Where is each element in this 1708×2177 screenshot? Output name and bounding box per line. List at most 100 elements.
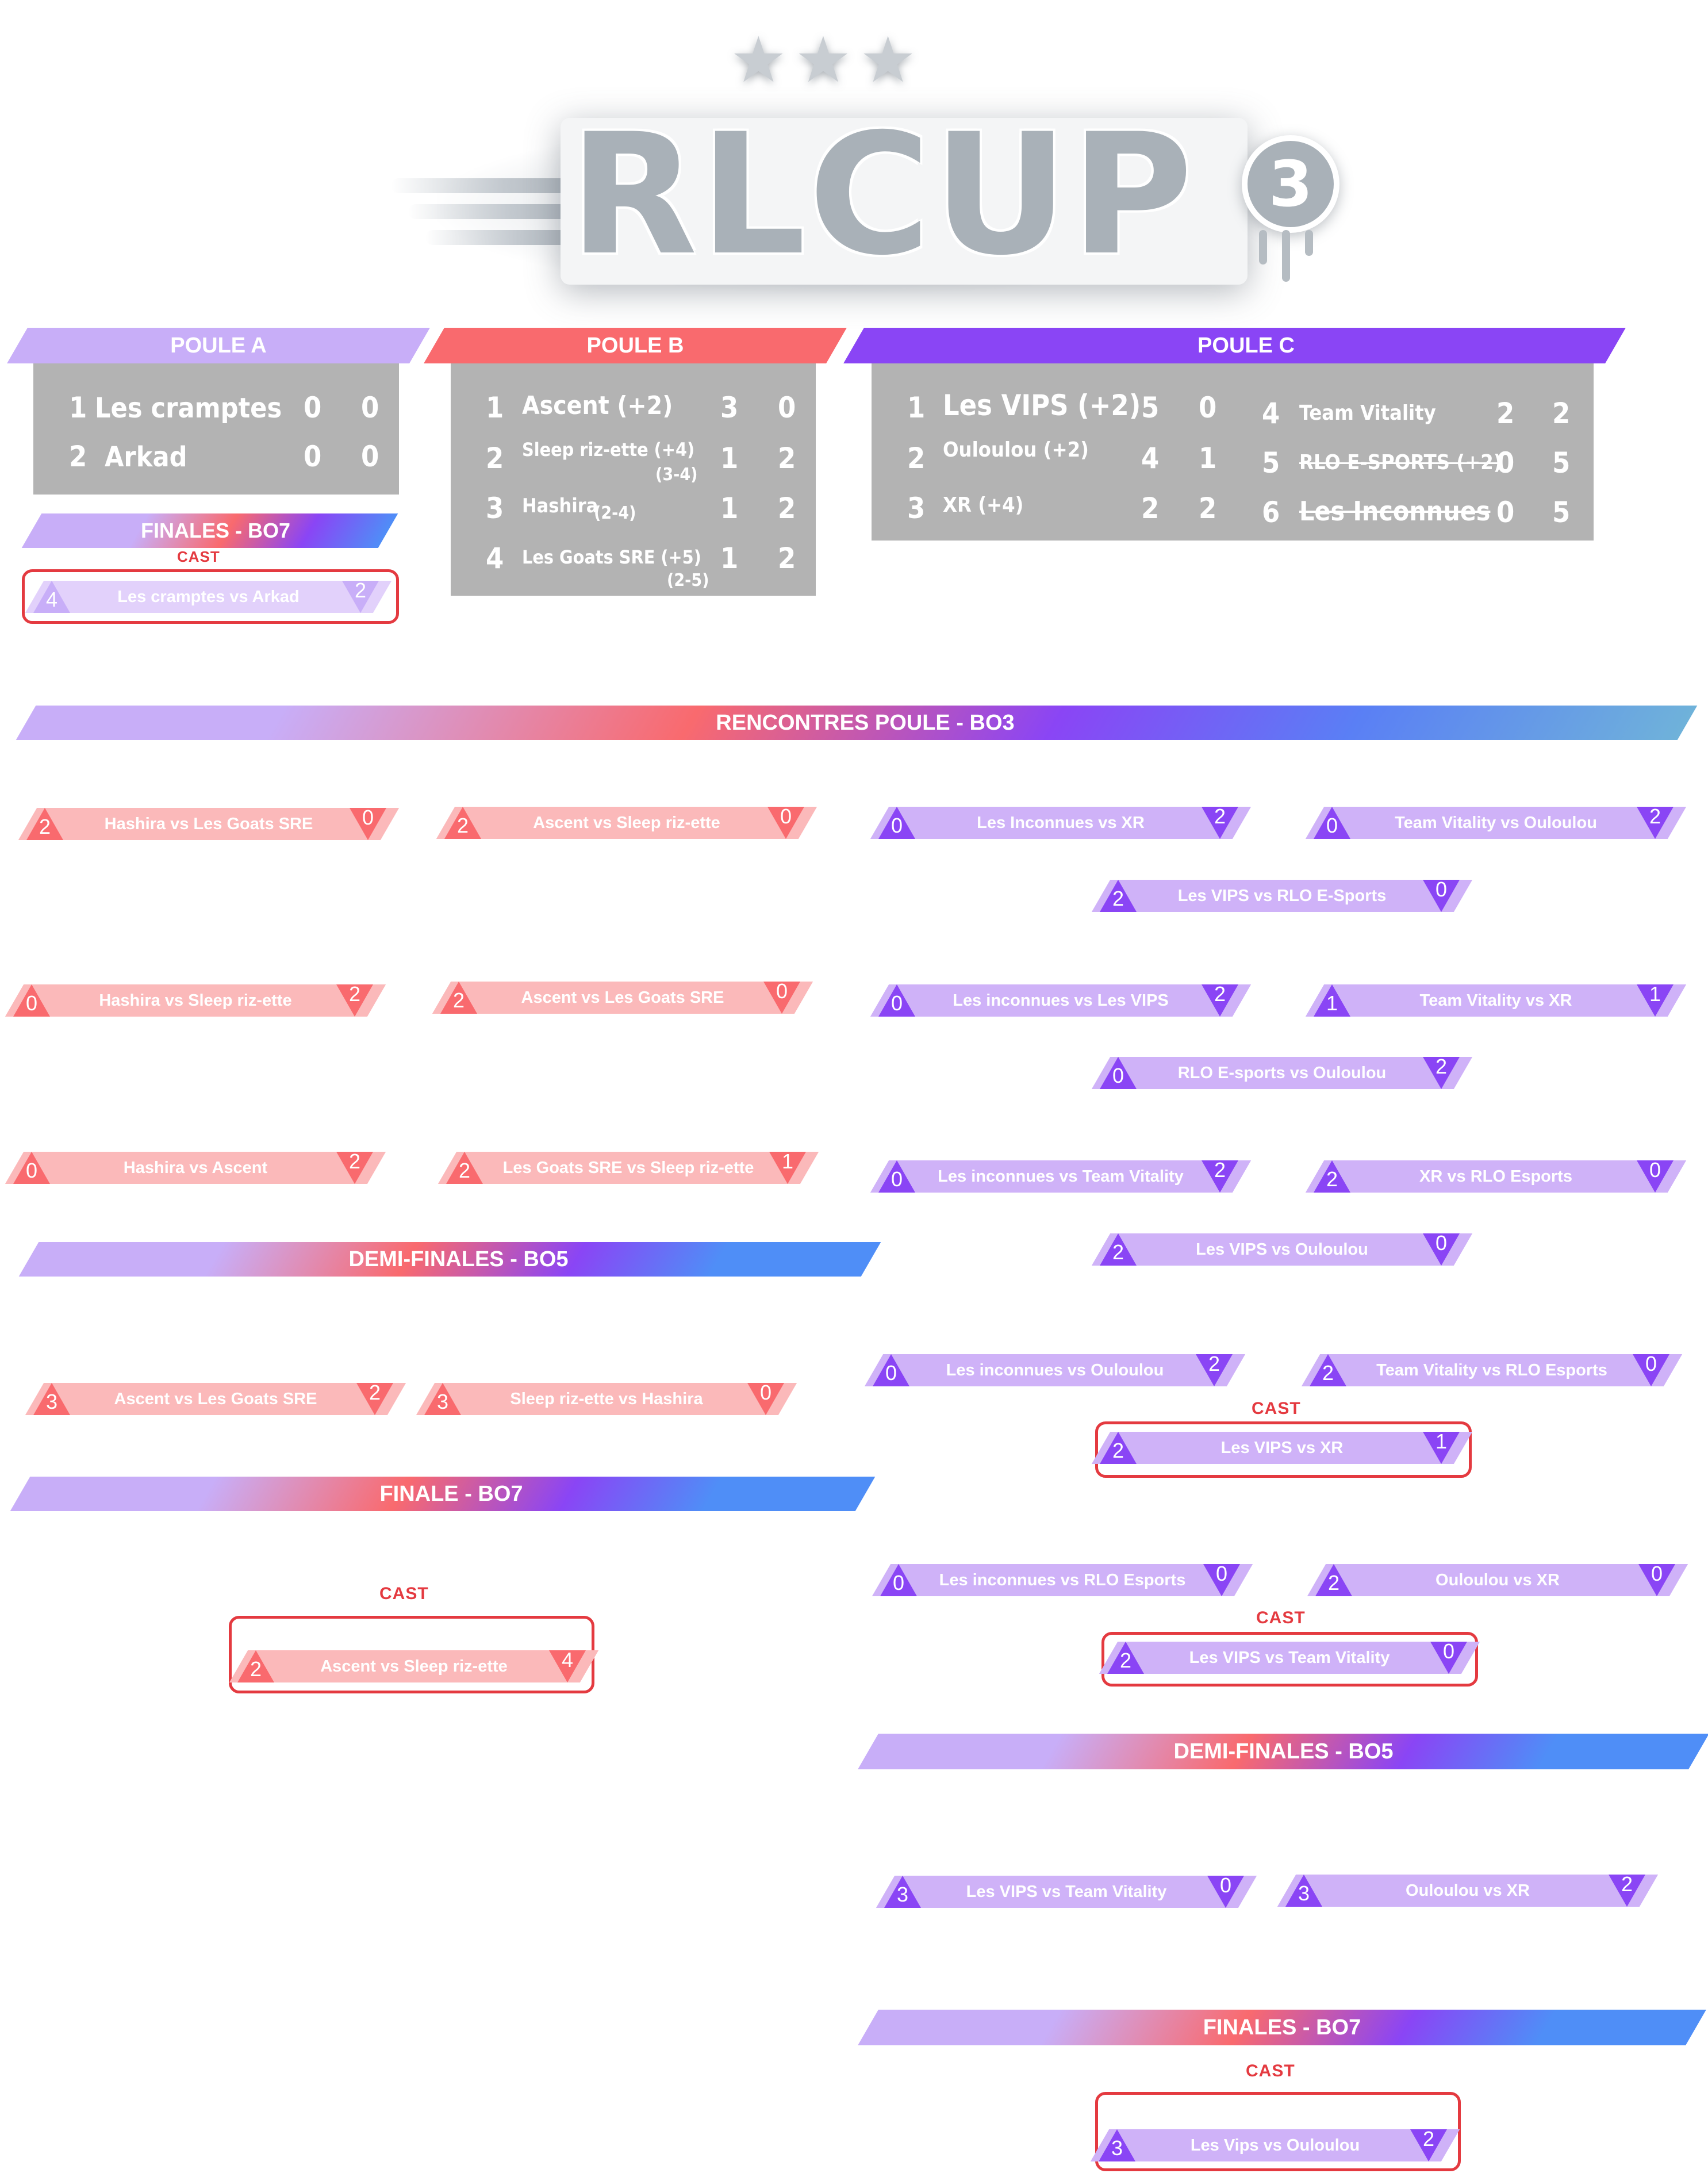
left-score-marker <box>1107 1642 1144 1674</box>
right-score: 2 <box>369 1381 381 1404</box>
right-score: 2 <box>1214 1158 1226 1182</box>
match-card[interactable]: 0 2 Les inconnues vs Les VIPS <box>870 982 1252 1017</box>
match-label: Hashira vs Les Goats SRE <box>104 815 313 833</box>
left-score: 3 <box>436 1390 449 1413</box>
team-name: Les Goats SRE (+5) <box>522 546 701 568</box>
pool-c-standings <box>872 363 1594 541</box>
pool-a-header: POULE A <box>170 334 267 358</box>
match-card[interactable]: 4 2 Les cramptes vs Arkad <box>25 578 392 613</box>
cast-highlight <box>1101 1632 1478 1687</box>
match-label: Les cramptes vs Arkad <box>117 588 300 606</box>
left-score: 2 <box>458 1159 471 1182</box>
left-score: 2 <box>456 814 469 837</box>
pool-b-final-header: FINALE - BO7 <box>379 1482 523 1506</box>
rank: 3 <box>907 492 926 525</box>
match-label: XR vs RLO Esports <box>1419 1167 1572 1186</box>
losses: 2 <box>778 442 796 475</box>
speed-line <box>425 230 581 245</box>
left-score: 2 <box>1112 1439 1124 1462</box>
wins: 1 <box>720 542 739 575</box>
losses: 0 <box>778 391 796 424</box>
right-score-marker <box>767 807 804 839</box>
right-score: 0 <box>1215 1562 1228 1585</box>
right-score: 0 <box>759 1381 772 1404</box>
left-score: 2 <box>1112 1240 1124 1264</box>
right-score-marker <box>1609 1875 1645 1907</box>
left-score: 0 <box>891 991 903 1015</box>
rlcup-logo: ★★★ RLCUP 3 <box>368 23 1345 311</box>
losses: 5 <box>1552 446 1571 480</box>
left-score: 2 <box>39 815 51 838</box>
rank: 6 <box>1262 496 1280 529</box>
left-score-marker <box>424 1383 461 1415</box>
left-score: 0 <box>891 1167 903 1191</box>
drip-line <box>1282 230 1290 282</box>
right-score-marker <box>1423 1432 1460 1464</box>
team-name: Les cramptes <box>95 392 282 424</box>
right-score-marker <box>549 1650 586 1682</box>
left-score-marker <box>1099 2129 1135 2161</box>
right-score-marker <box>769 1152 806 1184</box>
right-score: 2 <box>1214 982 1226 1006</box>
left-score-marker <box>884 1876 921 1908</box>
edition-badge: 3 <box>1242 135 1339 233</box>
left-score: 0 <box>1112 1064 1124 1087</box>
right-score-marker <box>747 1383 784 1415</box>
rank: 5 <box>1262 446 1280 480</box>
left-score-marker <box>1100 880 1137 912</box>
right-score: 1 <box>1649 982 1661 1006</box>
right-score-marker <box>342 581 379 613</box>
left-score: 2 <box>1112 887 1124 910</box>
left-score-marker <box>878 984 915 1017</box>
match-label: Ascent vs Sleep riz-ette <box>533 814 720 832</box>
team-name: Sleep riz-ette (+4) <box>522 439 695 461</box>
left-score-marker <box>1285 1875 1322 1907</box>
left-score: 2 <box>1119 1649 1132 1672</box>
right-score: 0 <box>1645 1352 1657 1375</box>
right-score: 0 <box>1219 1873 1232 1897</box>
left-score: 4 <box>45 588 58 611</box>
left-score-marker <box>237 1650 274 1682</box>
left-score: 0 <box>25 1159 38 1182</box>
cast-label: CAST <box>1252 1399 1301 1418</box>
right-score-marker <box>1196 1354 1233 1386</box>
match-label: Les inconnues vs Les VIPS <box>953 991 1169 1010</box>
right-score: 2 <box>1649 804 1661 828</box>
left-score: 2 <box>1326 1167 1338 1191</box>
cast-label: CAST <box>1256 1608 1306 1627</box>
left-score: 3 <box>45 1390 58 1413</box>
left-score-marker <box>33 1383 70 1415</box>
losses: 2 <box>1552 397 1571 430</box>
cast-highlight <box>1095 2092 1461 2171</box>
right-score-marker <box>763 982 800 1014</box>
left-score: 2 <box>1322 1361 1334 1385</box>
left-score: 2 <box>452 988 465 1012</box>
right-score-marker <box>1207 1876 1244 1908</box>
